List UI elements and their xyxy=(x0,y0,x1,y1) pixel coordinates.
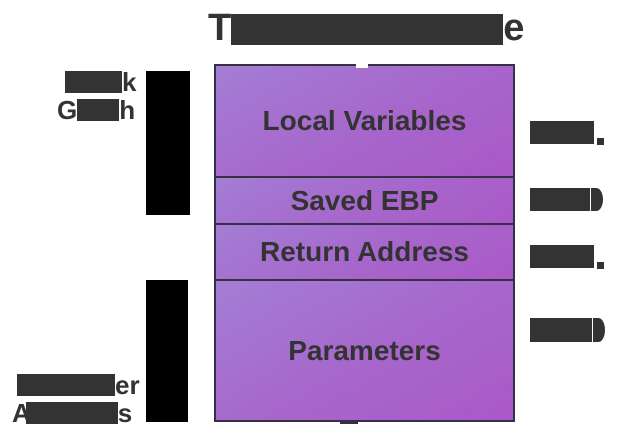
right-annotation-redaction-bar xyxy=(530,188,590,211)
higher-addresses-line1-suffix: er xyxy=(115,370,140,400)
stack-frame-box: Local Variables Saved EBP Return Address… xyxy=(214,64,515,422)
higher-addresses-redaction-1 xyxy=(17,374,115,396)
stack-growth-label-line2: G h xyxy=(57,95,136,125)
right-annotation-redaction-bar xyxy=(530,121,594,144)
higher-addresses-label-line2: A s xyxy=(12,398,133,428)
stack-growth-line2-prefix: G xyxy=(57,95,78,125)
stack-cell-return-address: Return Address xyxy=(216,225,513,279)
higher-addresses-arrow-redaction-bar xyxy=(146,280,188,422)
right-annotation-glyph-tail xyxy=(597,262,604,269)
title-visible-suffix: e xyxy=(503,7,525,49)
stack-growth-redaction-2 xyxy=(77,99,120,121)
higher-addresses-line2-suffix: s xyxy=(117,398,133,428)
stack-growth-arrow-redaction-bar xyxy=(146,71,190,215)
title-redaction-bar xyxy=(231,14,504,45)
right-annotation-saved-ebp-redacted xyxy=(530,188,603,211)
right-annotation-local-variables-redacted xyxy=(530,121,604,145)
stack-cell-saved-ebp: Saved EBP xyxy=(216,178,513,223)
stack-growth-line2-suffix: h xyxy=(119,95,136,125)
diagram-title: T e xyxy=(208,6,524,50)
right-annotation-glyph-tail xyxy=(593,318,605,342)
right-annotation-redaction-bar xyxy=(530,245,594,268)
top-border-gap xyxy=(356,62,368,68)
stack-growth-redaction-1 xyxy=(65,71,122,93)
stack-cell-label: Parameters xyxy=(288,334,441,366)
stack-cell-label: Local Variables xyxy=(262,105,467,136)
stack-growth-line1-suffix: k xyxy=(122,67,137,97)
stack-cell-local-variables: Local Variables xyxy=(216,66,513,176)
right-annotation-glyph-tail xyxy=(591,188,603,211)
right-annotation-parameters-redacted xyxy=(530,318,605,342)
right-annotation-redaction-bar xyxy=(530,318,592,342)
stack-cell-label: Saved EBP xyxy=(290,184,439,216)
title-visible-prefix: T xyxy=(208,7,232,49)
higher-addresses-redaction-2 xyxy=(25,402,118,424)
stack-cell-label: Return Address xyxy=(259,236,469,267)
bottom-border-tick xyxy=(340,420,358,424)
right-annotation-glyph-tail xyxy=(597,138,604,145)
stack-cell-parameters: Parameters xyxy=(216,281,513,420)
stack-growth-label-line1: k xyxy=(65,67,137,97)
right-annotation-return-address-redacted xyxy=(530,245,604,269)
higher-addresses-label-line1: er xyxy=(17,370,140,400)
